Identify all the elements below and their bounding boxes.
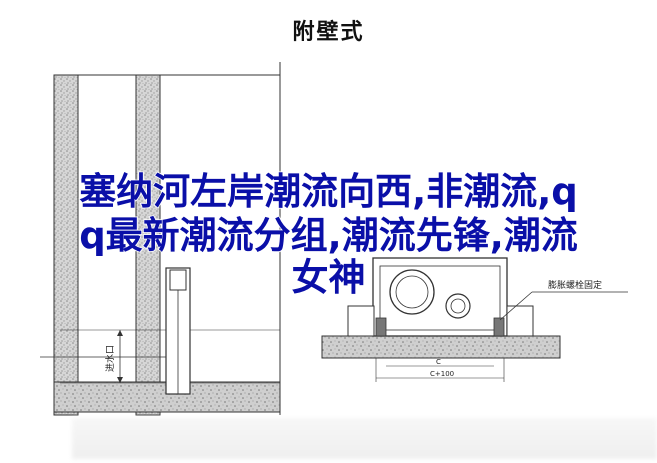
- overlay-text-line-1: 塞纳河左岸潮流向西,非潮流,q: [78, 169, 578, 214]
- left-elevation: 进水口: [40, 62, 281, 416]
- diagram-title: 附壁式: [292, 20, 365, 45]
- overlay-text-line-2: q最新潮流分组,潮流先锋,潮流: [78, 213, 578, 258]
- left-wall-column: [53, 74, 79, 416]
- large-port: [389, 269, 435, 315]
- dimension-c: C: [436, 358, 441, 366]
- small-port: [445, 293, 471, 319]
- dimension-c100: C+100: [430, 370, 454, 378]
- right-bolt: [493, 317, 505, 337]
- right-elevation: 膨胀螺栓固定 C C+100: [321, 257, 628, 382]
- overlay-text-line-3: 女神: [291, 255, 367, 300]
- inlet-label: 进水口: [104, 345, 116, 372]
- expansion-bolt-label: 膨胀螺栓固定: [548, 279, 602, 291]
- bottom-blur-band: [72, 418, 657, 459]
- left-bolt: [375, 317, 387, 337]
- ground-slab: [321, 335, 561, 359]
- right-wall-column: [135, 74, 161, 416]
